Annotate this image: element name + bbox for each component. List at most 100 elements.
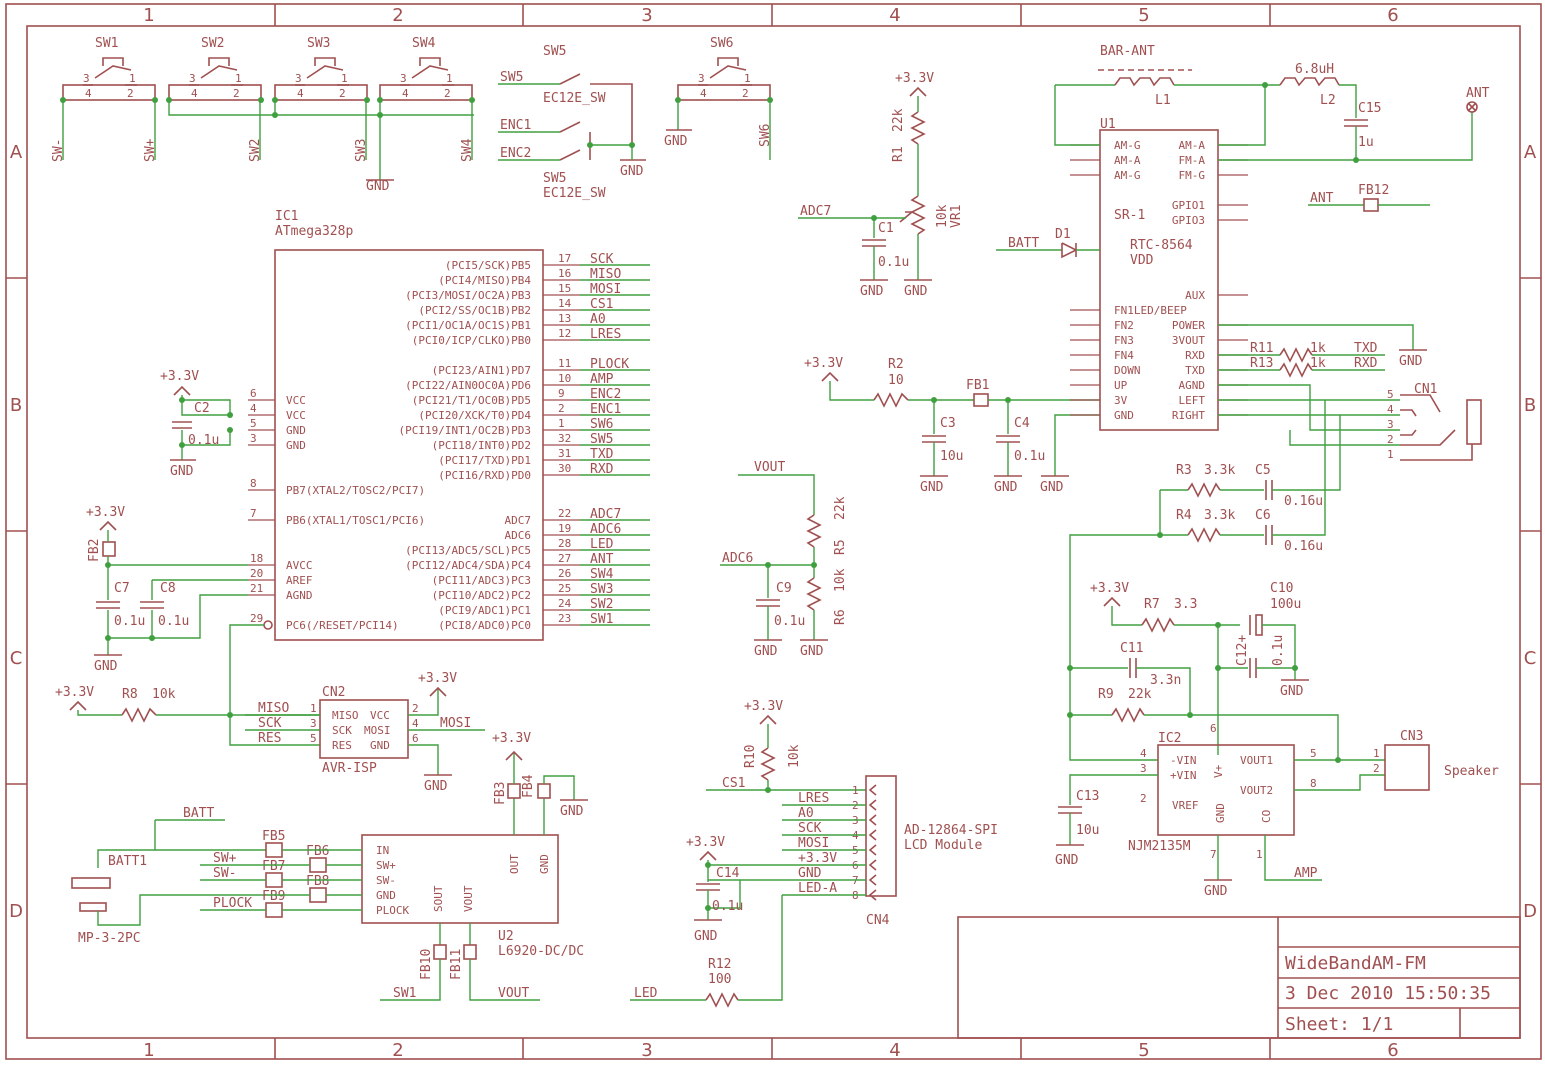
svg-text:R9: R9 bbox=[1098, 687, 1114, 702]
svg-text:2: 2 bbox=[1387, 433, 1394, 446]
u1-pin: FN1LED/BEEP bbox=[1070, 304, 1187, 317]
svg-text:CN1: CN1 bbox=[1414, 382, 1437, 397]
svg-text:8: 8 bbox=[1310, 777, 1317, 790]
svg-text:GND: GND bbox=[1214, 803, 1227, 823]
svg-text:C12+: C12+ bbox=[1235, 635, 1250, 666]
svg-text:1: 1 bbox=[852, 784, 859, 797]
svg-text:FB7: FB7 bbox=[262, 859, 285, 874]
svg-text:MOSI: MOSI bbox=[590, 282, 621, 297]
svg-text:L2: L2 bbox=[1320, 93, 1336, 108]
svg-text:0.16u: 0.16u bbox=[1284, 539, 1323, 554]
svg-text:POWER: POWER bbox=[1172, 319, 1205, 332]
svg-text:(PCI0/ICP/CLKO)PB0: (PCI0/ICP/CLKO)PB0 bbox=[412, 334, 531, 347]
svg-text:AD-12864-SPI: AD-12864-SPI bbox=[904, 823, 998, 838]
svg-text:ENC2: ENC2 bbox=[500, 146, 531, 161]
svg-text:0.16u: 0.16u bbox=[1284, 494, 1323, 509]
title-block: WideBandAM-FM 3 Dec 2010 15:50:35 Sheet:… bbox=[957, 916, 1521, 1039]
svg-text:AM-G: AM-G bbox=[1114, 169, 1141, 182]
svg-text:C9: C9 bbox=[776, 581, 792, 596]
svg-text:Speaker: Speaker bbox=[1444, 764, 1499, 779]
svg-text:ADC7: ADC7 bbox=[505, 514, 532, 527]
svg-text:0.1u: 0.1u bbox=[1271, 635, 1286, 666]
svg-text:(PCI1/OC1A/OC1S)PB1: (PCI1/OC1A/OC1S)PB1 bbox=[405, 319, 531, 332]
svg-text:CS1: CS1 bbox=[722, 776, 745, 791]
svg-text:IC2: IC2 bbox=[1158, 731, 1181, 746]
svg-text:10: 10 bbox=[888, 373, 904, 388]
svg-text:ANT: ANT bbox=[1466, 86, 1490, 101]
svg-text:EC12E_SW: EC12E_SW bbox=[543, 186, 606, 201]
svg-text:3: 3 bbox=[295, 72, 302, 85]
svg-text:PB6(XTAL1/TOSC1/PCI6): PB6(XTAL1/TOSC1/PCI6) bbox=[286, 514, 425, 527]
svg-text:FN3: FN3 bbox=[1114, 334, 1134, 347]
svg-text:+3.3V: +3.3V bbox=[1090, 581, 1129, 596]
svg-text:GND: GND bbox=[694, 929, 718, 944]
svg-text:3: 3 bbox=[250, 432, 257, 445]
svg-text:(PCI13/ADC5/SCL)PC5: (PCI13/ADC5/SCL)PC5 bbox=[405, 544, 531, 557]
svg-text:15: 15 bbox=[558, 282, 571, 295]
col-label: 4 bbox=[889, 5, 900, 26]
u1-pin: GPIO1 bbox=[1172, 199, 1248, 212]
col-label: 6 bbox=[1387, 5, 1398, 26]
svg-text:C3: C3 bbox=[940, 416, 956, 431]
svg-text:3: 3 bbox=[83, 72, 90, 85]
row-label: B bbox=[1524, 395, 1536, 416]
svg-text:-VIN: -VIN bbox=[1170, 754, 1197, 767]
col-label: 6 bbox=[1387, 1040, 1398, 1061]
row-label: B bbox=[10, 395, 22, 416]
svg-text:RXD: RXD bbox=[1185, 349, 1205, 362]
svg-text:10k: 10k bbox=[152, 687, 176, 702]
svg-text:AUX: AUX bbox=[1185, 289, 1205, 302]
svg-text:AGND: AGND bbox=[286, 589, 313, 602]
svg-text:AM-G: AM-G bbox=[1114, 139, 1141, 152]
svg-text:FB1: FB1 bbox=[966, 378, 989, 393]
svg-text:FB11: FB11 bbox=[449, 949, 464, 980]
svg-text:SW1: SW1 bbox=[590, 612, 613, 627]
u1-value: SR-1 bbox=[1114, 208, 1145, 223]
col-label: 5 bbox=[1138, 1040, 1149, 1061]
row-label: A bbox=[1524, 142, 1537, 163]
col-label: 4 bbox=[889, 1040, 900, 1061]
svg-text:R1: R1 bbox=[891, 146, 906, 162]
svg-text:R3: R3 bbox=[1176, 463, 1192, 478]
svg-text:CS1: CS1 bbox=[590, 297, 613, 312]
svg-text:+3.3V: +3.3V bbox=[418, 671, 457, 686]
svg-text:BAR-ANT: BAR-ANT bbox=[1100, 44, 1155, 59]
svg-text:GND: GND bbox=[560, 804, 584, 819]
svg-text:10k: 10k bbox=[935, 204, 950, 228]
svg-text:4: 4 bbox=[412, 717, 419, 730]
svg-text:3: 3 bbox=[310, 717, 317, 730]
svg-text:SW5: SW5 bbox=[590, 432, 613, 447]
svg-text:SW+: SW+ bbox=[213, 851, 237, 866]
svg-text:100u: 100u bbox=[1270, 597, 1301, 612]
col-label: 3 bbox=[641, 5, 652, 26]
svg-text:(PCI16/RXD)PD0: (PCI16/RXD)PD0 bbox=[438, 469, 531, 482]
col-label: 5 bbox=[1138, 5, 1149, 26]
svg-text:+3.3V: +3.3V bbox=[804, 356, 843, 371]
svg-text:4: 4 bbox=[1387, 403, 1394, 416]
svg-text:(PCI22/AIN0OC0A)PD6: (PCI22/AIN0OC0A)PD6 bbox=[405, 379, 531, 392]
svg-text:C2: C2 bbox=[194, 401, 210, 416]
svg-text:EC12E_SW: EC12E_SW bbox=[543, 91, 606, 106]
svg-text:AGND: AGND bbox=[1179, 379, 1206, 392]
svg-text:CN2: CN2 bbox=[322, 685, 345, 700]
svg-text:2: 2 bbox=[339, 87, 346, 100]
svg-text:GND: GND bbox=[170, 464, 194, 479]
svg-text:22k: 22k bbox=[833, 496, 848, 520]
svg-text:GND: GND bbox=[994, 480, 1018, 495]
ic1-avcc: +3.3V FB2 C7 0.1u C8 0.1u GND bbox=[86, 505, 248, 674]
svg-text:+VIN: +VIN bbox=[1170, 769, 1197, 782]
svg-text:C7: C7 bbox=[114, 581, 130, 596]
svg-text:BATT: BATT bbox=[1008, 236, 1039, 251]
